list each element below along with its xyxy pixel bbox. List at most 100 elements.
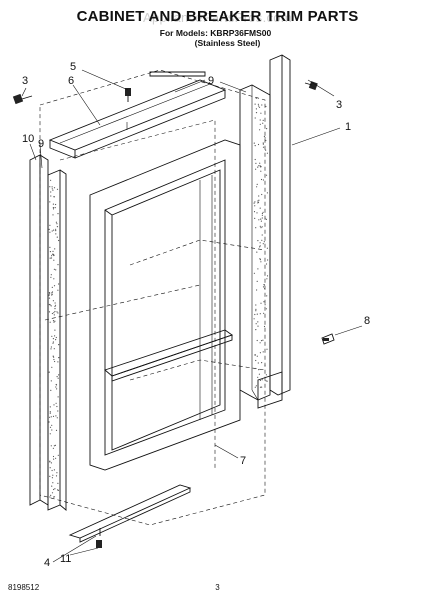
stipple-dot <box>57 377 59 379</box>
stipple-dot <box>52 474 54 476</box>
stipple-dot <box>51 291 54 293</box>
stipple-dot <box>261 379 263 381</box>
stipple-dot <box>254 117 256 119</box>
stipple-dot <box>266 295 268 297</box>
stipple-dot <box>262 286 265 288</box>
stipple-dot <box>259 162 261 164</box>
stipple-dot <box>56 388 58 390</box>
stipple-dot <box>255 97 257 99</box>
stipple-dot <box>57 410 59 412</box>
stipple-dot <box>58 357 60 359</box>
stipple-dot <box>49 433 51 435</box>
stipple-dot <box>256 313 258 315</box>
stipple-dot <box>51 286 53 288</box>
door-frame-part <box>89 139 241 471</box>
stipple-dot <box>262 339 264 341</box>
stipple-dot <box>55 228 57 230</box>
stipple-dot <box>260 218 262 220</box>
stipple-dot <box>254 201 256 203</box>
right-gasket-part <box>239 84 271 401</box>
stipple-dot <box>254 367 256 370</box>
stipple-dot <box>266 152 268 154</box>
stipple-dot <box>53 321 55 323</box>
callout-9-left: 9 <box>38 138 44 150</box>
stipple-dot <box>263 135 265 138</box>
stipple-dot <box>56 188 59 190</box>
stipple-dot <box>254 145 256 147</box>
stipple-dot <box>255 108 257 110</box>
stipple-dot <box>256 212 258 214</box>
stipple-dot <box>258 105 260 107</box>
stipple-dot <box>256 355 258 357</box>
watermark: AppliancePartsPros.com <box>143 10 292 25</box>
stipple-dot <box>258 373 260 375</box>
stipple-dot <box>51 188 53 190</box>
stipple-dot <box>53 312 55 314</box>
stipple-dot <box>260 166 262 168</box>
stipple-dot <box>262 211 264 213</box>
stipple-dot <box>54 310 56 313</box>
stipple-dot <box>49 416 51 418</box>
stipple-dot <box>259 342 261 344</box>
stipple-dot <box>255 359 257 362</box>
stipple-dot <box>254 103 256 105</box>
stipple-dot <box>58 283 60 285</box>
stipple-dot <box>57 489 59 491</box>
stipple-dot <box>256 186 258 188</box>
stipple-dot <box>51 477 54 479</box>
stipple-dot <box>261 104 263 106</box>
stipple-dot <box>263 325 266 328</box>
stipple-dot <box>49 231 51 233</box>
stipple-dot <box>262 179 264 181</box>
stipple-dot <box>49 411 51 413</box>
stipple-dot <box>259 123 261 125</box>
callout-1: 1 <box>345 121 351 133</box>
stipple-dot <box>261 226 263 228</box>
stipple-dot <box>55 336 57 339</box>
stipple-dot <box>51 292 53 294</box>
stipple-dot <box>256 280 258 282</box>
stipple-dot <box>51 366 53 368</box>
stipple-dot <box>50 179 52 181</box>
stipple-dot <box>48 311 51 313</box>
stipple-dot <box>53 469 56 471</box>
stipple-dot <box>259 165 261 167</box>
stipple-dot <box>54 360 56 363</box>
stipple-dot <box>52 482 54 484</box>
stipple-dot <box>53 254 55 257</box>
stipple-dot <box>54 320 56 322</box>
stipple-dot <box>49 257 51 259</box>
stipple-dot <box>55 221 58 223</box>
stipple-dot <box>48 371 50 373</box>
stipple-dot <box>49 251 52 253</box>
stipple-dot <box>58 374 60 376</box>
stipple-dot <box>258 165 260 167</box>
stipple-dot <box>255 385 257 387</box>
stipple-dot <box>261 193 263 196</box>
stipple-dot <box>53 285 56 287</box>
stipple-dot <box>58 239 60 242</box>
stipple-dot <box>259 259 261 261</box>
stipple-dot <box>259 225 261 227</box>
stipple-dot <box>259 352 261 354</box>
stipple-dot <box>258 219 260 221</box>
stipple-dot <box>259 129 261 131</box>
stipple-dot <box>53 488 55 491</box>
stipple-dot <box>53 196 56 198</box>
stipple-dot <box>263 312 265 314</box>
stipple-dot <box>57 361 59 363</box>
stipple-dot <box>256 289 258 291</box>
screw-11 <box>96 540 102 548</box>
stipple-dot <box>255 168 257 170</box>
callout-5: 5 <box>70 61 76 73</box>
stipple-dot <box>265 149 267 151</box>
stipple-dot <box>264 304 266 306</box>
stipple-dot <box>266 348 268 350</box>
stipple-dot <box>254 217 256 219</box>
stipple-dot <box>259 379 261 381</box>
stipple-dot <box>52 341 55 343</box>
stipple-dot <box>262 146 265 148</box>
stipple-dot <box>52 415 55 417</box>
stipple-dot <box>58 344 60 346</box>
